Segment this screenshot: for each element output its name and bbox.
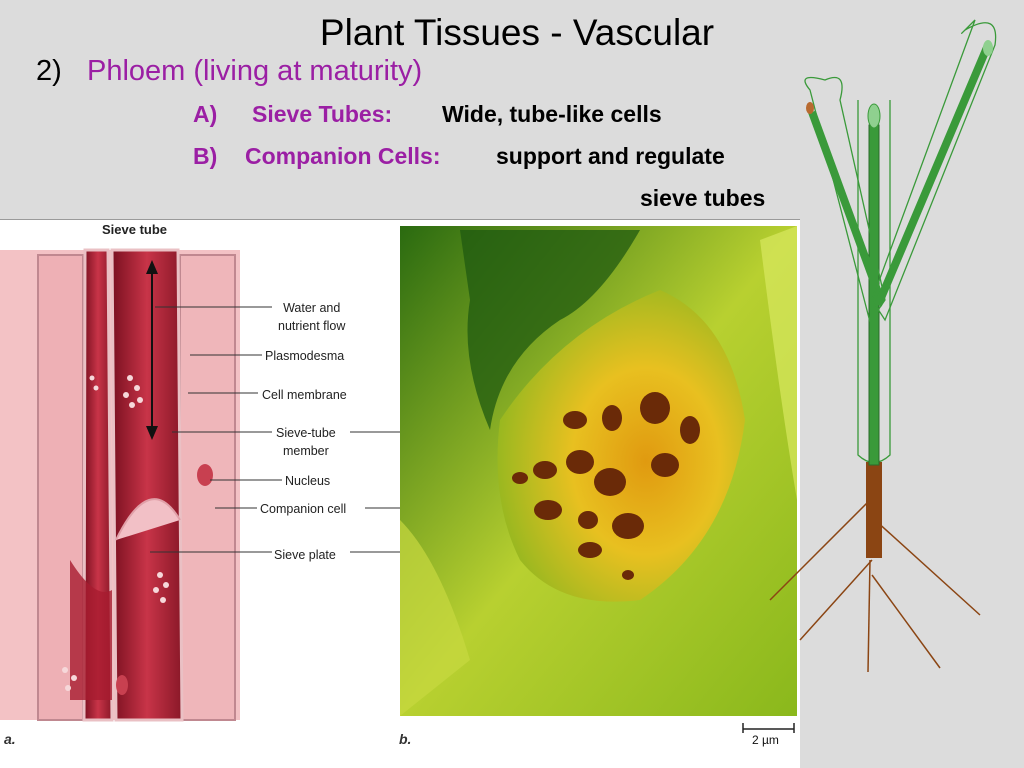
bullet-a-description: Wide, tube-like cells bbox=[442, 101, 662, 127]
slide-title: Plant Tissues - Vascular bbox=[319, 12, 715, 53]
label-water-flow-line1: Water and bbox=[283, 301, 341, 315]
sieve-tube-illustration bbox=[0, 248, 240, 722]
bullet-b-continuation: sieve tubes bbox=[640, 185, 766, 211]
root-vascular-core bbox=[866, 462, 882, 558]
label-sieve-tube-member-line2: member bbox=[282, 444, 329, 458]
panel-b-tag: b. bbox=[399, 731, 412, 747]
label-sieve-tube-member-line1: Sieve-tube bbox=[276, 426, 336, 440]
subtitle-text: Phloem (living at maturity) bbox=[87, 55, 423, 87]
label-cell-membrane: Cell membrane bbox=[262, 388, 347, 402]
bullet-a-term: Sieve Tubes: bbox=[252, 101, 393, 127]
label-water-flow-line2: nutrient flow bbox=[278, 319, 346, 333]
subtitle-number: 2) bbox=[36, 55, 62, 87]
label-companion-cell: Companion cell bbox=[260, 502, 347, 516]
label-water-flow: Water and nutrient flow bbox=[278, 299, 345, 335]
plant-schematic bbox=[769, 19, 997, 673]
label-nucleus: Nucleus bbox=[285, 474, 331, 488]
roots bbox=[769, 499, 981, 673]
panel-a-tag: a. bbox=[4, 731, 16, 747]
bullet-b-term: Companion Cells: bbox=[245, 143, 441, 169]
figure-title: Sieve tube bbox=[102, 222, 168, 237]
right-leaf-outline bbox=[871, 19, 997, 322]
scale-bar-label: 2 µm bbox=[752, 733, 779, 747]
bullet-b-key: B) bbox=[193, 143, 218, 169]
left-leaf-outline bbox=[804, 76, 886, 324]
sieve-plate-micrograph bbox=[400, 226, 797, 716]
bullet-b-description: support and regulate bbox=[496, 143, 725, 169]
label-plasmodesma: Plasmodesma bbox=[265, 349, 345, 363]
bullet-a-key: A) bbox=[193, 101, 218, 127]
divider bbox=[0, 219, 800, 220]
label-sieve-plate: Sieve plate bbox=[274, 548, 336, 562]
label-sieve-tube-member: Sieve-tube member bbox=[276, 424, 336, 460]
